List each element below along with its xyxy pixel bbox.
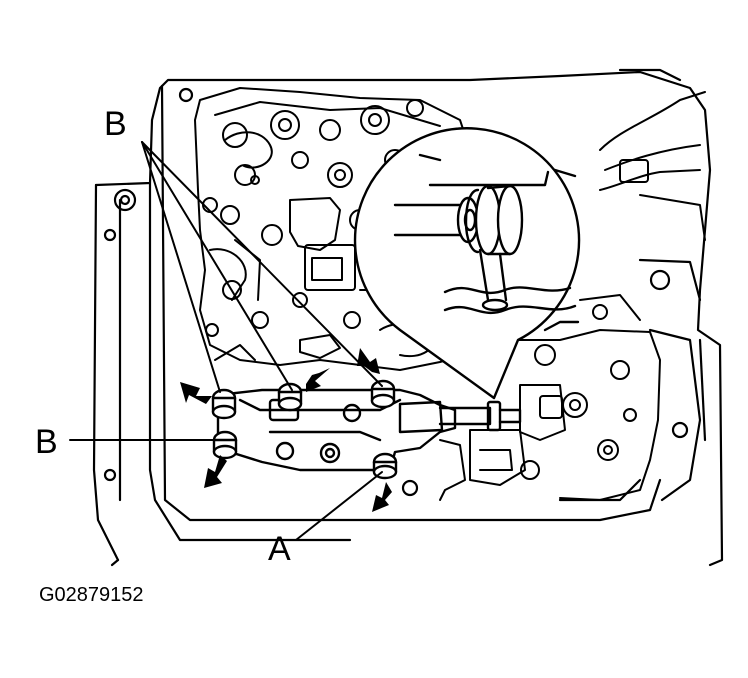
callout-b-top: B bbox=[104, 105, 127, 143]
arrow-3 bbox=[306, 368, 330, 392]
bolt-b-4 bbox=[370, 379, 396, 409]
callout-b-left: B bbox=[35, 423, 58, 461]
transmission-case bbox=[92, 68, 724, 567]
arrow-5 bbox=[372, 482, 392, 512]
detail-magnifier bbox=[353, 127, 581, 400]
callout-leaders bbox=[69, 141, 383, 541]
wire-harness bbox=[599, 91, 706, 241]
manual-valve-body bbox=[211, 379, 522, 480]
figure-id: G02879152 bbox=[39, 584, 144, 606]
bolt-b-3 bbox=[277, 382, 303, 412]
bolt-b-2 bbox=[212, 430, 238, 460]
arrow-1 bbox=[180, 382, 212, 404]
pointer-arrows bbox=[180, 348, 392, 512]
bolt-a bbox=[372, 452, 398, 480]
lower-right-components bbox=[439, 294, 661, 501]
bolt-b-1 bbox=[211, 388, 237, 420]
arrow-4 bbox=[357, 348, 380, 374]
callout-a-bottom: A bbox=[268, 530, 291, 568]
arrow-2 bbox=[204, 455, 227, 488]
